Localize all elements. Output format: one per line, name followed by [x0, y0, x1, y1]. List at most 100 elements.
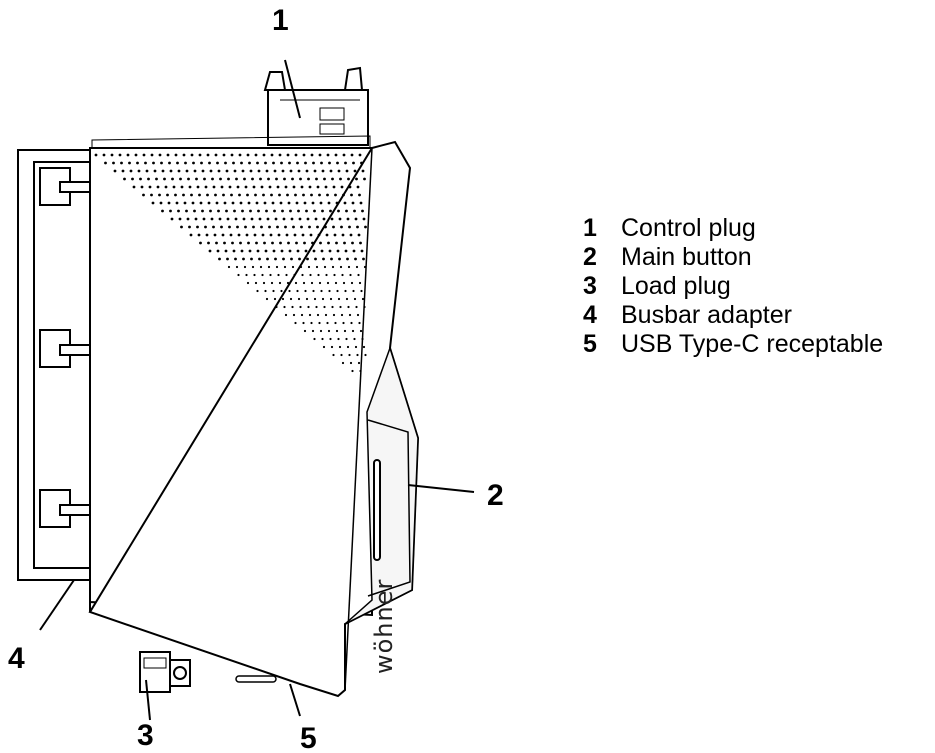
vent-hole: [312, 289, 315, 293]
vent-hole: [263, 241, 266, 245]
vent-hole: [277, 273, 280, 277]
vent-hole: [315, 177, 318, 181]
vent-hole: [326, 281, 330, 285]
vent-hole: [342, 281, 346, 285]
vent-hole: [339, 265, 343, 269]
vent-hole: [286, 193, 289, 197]
vent-hole: [201, 209, 204, 213]
vent-hole: [283, 265, 287, 269]
vent-hole: [310, 321, 313, 325]
vent-hole: [191, 201, 195, 205]
vent-hole: [241, 209, 244, 213]
vent-hole: [212, 225, 215, 229]
vent-hole: [131, 177, 134, 181]
vent-hole: [209, 169, 213, 173]
vent-hole: [285, 233, 289, 237]
vent-hole: [313, 337, 316, 341]
vent-hole: [292, 313, 296, 317]
vent-hole: [139, 177, 142, 181]
vent-hole: [280, 161, 283, 165]
vent-hole: [132, 185, 136, 189]
vent-hole: [318, 153, 322, 157]
vent-hole: [247, 241, 250, 245]
vent-hole: [293, 273, 296, 277]
vent-hole: [351, 201, 355, 205]
vent-hole: [351, 241, 354, 245]
control-plug: [263, 66, 369, 146]
vent-hole: [241, 169, 245, 173]
callout-number-4: 4: [8, 642, 25, 675]
vent-hole: [331, 265, 335, 269]
vent-hole: [359, 201, 363, 205]
vent-hole: [246, 281, 250, 285]
vent-hole: [110, 153, 114, 157]
vent-hole: [348, 225, 351, 229]
vent-hole: [216, 161, 219, 165]
vent-hole: [311, 329, 315, 333]
vent-hole: [227, 177, 230, 181]
vent-hole: [321, 209, 324, 213]
legend-item-main-button: 2 Main button: [583, 243, 883, 272]
vent-hole: [240, 249, 244, 253]
vent-hole: [193, 209, 196, 213]
vent-hole: [238, 193, 241, 197]
vent-hole: [246, 153, 250, 157]
vent-hole: [254, 193, 257, 197]
vent-hole: [256, 161, 259, 165]
vent-hole: [338, 217, 342, 221]
vent-hole: [324, 225, 327, 229]
vent-hole: [185, 209, 188, 213]
vent-hole: [142, 193, 145, 197]
vent-hole: [289, 297, 293, 301]
vent-hole: [113, 169, 117, 173]
vent-hole: [123, 177, 126, 181]
vent-hole: [345, 169, 349, 173]
vent-hole: [313, 297, 317, 301]
vent-hole: [313, 209, 316, 213]
vent-hole: [176, 161, 179, 165]
vent-hole: [161, 169, 165, 173]
vent-hole: [302, 153, 306, 157]
vent-hole: [360, 249, 364, 253]
vent-hole: [177, 209, 180, 213]
vent-hole: [239, 241, 242, 245]
vent-hole: [324, 313, 328, 317]
vent-hole: [209, 209, 212, 213]
vent-hole: [329, 209, 332, 213]
vent-hole: [268, 185, 272, 189]
vent-hole: [254, 281, 258, 285]
callout-number-2: 2: [487, 479, 504, 512]
vent-hole: [323, 177, 326, 181]
legend-item-control-plug: 1 Control plug: [583, 214, 883, 243]
vent-hole: [306, 217, 310, 221]
vent-hole: [278, 281, 282, 285]
vent-hole: [343, 329, 347, 333]
vent-hole: [198, 193, 201, 197]
vent-hole: [265, 209, 268, 213]
main-button-slot: [373, 459, 381, 561]
vent-hole: [243, 265, 247, 269]
callout-number-1: 1: [272, 4, 289, 37]
vent-hole: [272, 249, 276, 253]
vent-hole: [237, 233, 241, 237]
vent-hole: [264, 161, 267, 165]
vent-hole: [182, 193, 185, 197]
vent-hole: [300, 313, 304, 317]
vent-hole: [295, 201, 299, 205]
vent-hole: [180, 185, 184, 189]
vent-hole: [350, 153, 354, 157]
vent-hole: [217, 169, 221, 173]
legend-number: 5: [583, 330, 597, 358]
vent-hole: [254, 153, 258, 157]
vent-hole: [347, 177, 350, 181]
vent-hole: [273, 169, 277, 173]
vent-hole: [323, 265, 327, 269]
vent-hole: [226, 257, 229, 261]
vent-hole: [303, 241, 306, 245]
vent-hole: [315, 305, 318, 309]
vent-hole: [129, 169, 133, 173]
vent-hole: [239, 201, 243, 205]
vent-hole: [242, 257, 245, 261]
vent-hole: [356, 225, 359, 229]
vent-hole: [226, 217, 230, 221]
